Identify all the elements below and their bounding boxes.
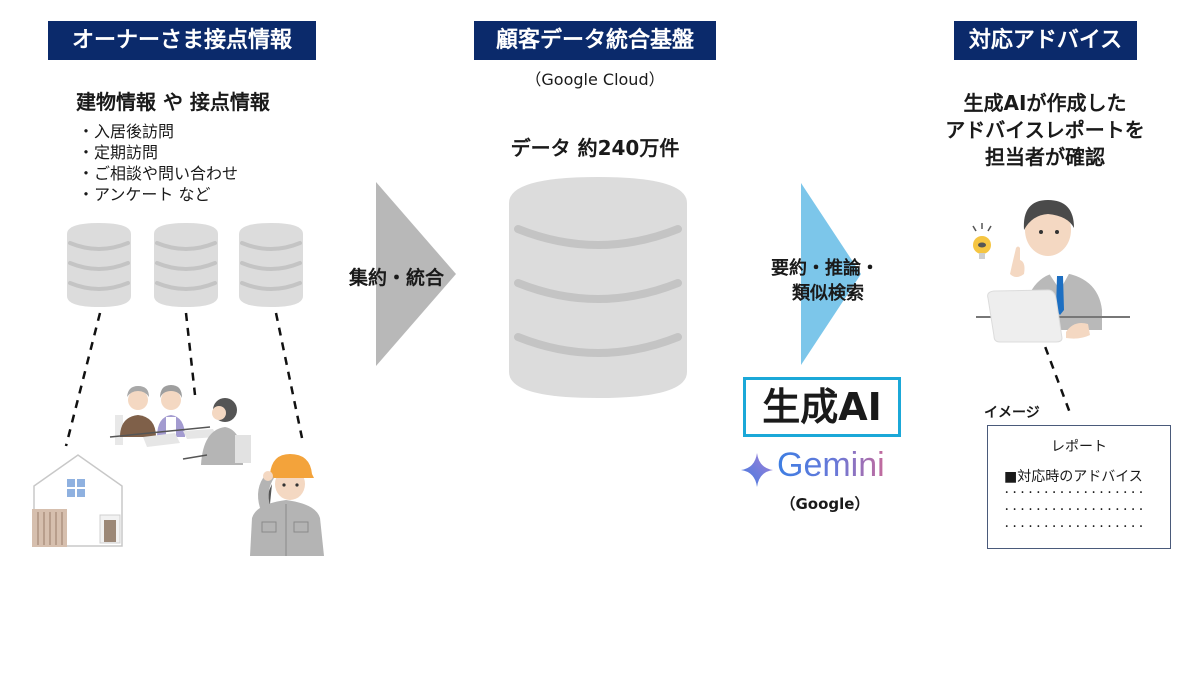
section-title-platform: 顧客データ統合基盤 [474, 21, 716, 60]
image-caption: イメージ [984, 405, 1040, 421]
report-dot-lines: ･･････････････････ ･･････････････････ ･･… [1004, 484, 1146, 535]
worker-illustration [250, 454, 324, 556]
report-dot-line: ･･････････････････ [1004, 520, 1147, 533]
report-dot-line: ･･････････････････ [1004, 503, 1147, 516]
owner-bullet-list: ・入居後訪問 ・定期訪問 ・ご相談や問い合わせ ・アンケート など [78, 121, 238, 205]
advice-description: 生成AIが作成した アドバイスレポートを 担当者が確認 [925, 90, 1165, 171]
database-icon-3 [239, 223, 303, 307]
gemini-wordmark: Gemini [777, 446, 885, 485]
meeting-illustration [109, 385, 251, 465]
lightbulb-icon [972, 223, 992, 259]
database-icon-2 [154, 223, 218, 307]
owner-bullet-item: ・ご相談や問い合わせ [78, 164, 239, 183]
genai-label: 生成AI [762, 385, 882, 429]
aggregate-arrow-label: 集約・統合 [349, 267, 445, 289]
ai-process-label-line-2: 類似検索 [792, 283, 864, 304]
report-preview: レポート ■対応時のアドバイス ･･････････････････ ･････… [987, 425, 1171, 549]
owner-bullet-item: ・アンケート など [78, 185, 211, 204]
staff-illustration [972, 200, 1130, 343]
aggregate-arrow [376, 182, 456, 366]
report-heading: ■対応時のアドバイス [1004, 469, 1143, 485]
owner-subtitle: 建物情報 や 接点情報 [76, 90, 270, 114]
gemini-text: Gemini [777, 446, 885, 484]
section-title-owner: オーナーさま接点情報 [48, 21, 316, 60]
house-illustration [32, 454, 123, 547]
platform-data-count: データ 約240万件 [510, 136, 680, 160]
central-database-icon [509, 177, 687, 398]
ai-process-label-line-1: 要約・推論・ [771, 258, 879, 279]
advice-description-line: 生成AIが作成した [963, 91, 1127, 115]
gemini-sparkle-icon [741, 453, 773, 487]
platform-provider: （Google Cloud） [525, 70, 665, 89]
ai-process-arrow [801, 183, 861, 365]
ai-process-arrow-label: 要約・推論・ 類似検索 [771, 256, 879, 306]
section-title-advice: 対応アドバイス [954, 21, 1137, 60]
advice-description-line: 担当者が確認 [985, 145, 1105, 169]
gemini-vendor: （Google） [780, 495, 870, 513]
genai-label-box: 生成AI [743, 377, 901, 437]
report-dot-line: ･･････････････････ [1004, 486, 1147, 499]
owner-bullet-item: ・入居後訪問 [78, 122, 175, 141]
owner-bullet-item: ・定期訪問 [78, 143, 159, 162]
connector-report [1038, 332, 1072, 414]
report-title: レポート [1051, 439, 1107, 455]
advice-description-line: アドバイスレポートを [945, 118, 1145, 142]
connector-house [64, 312, 102, 447]
database-icon-1 [67, 223, 131, 307]
connector-worker [274, 312, 304, 439]
